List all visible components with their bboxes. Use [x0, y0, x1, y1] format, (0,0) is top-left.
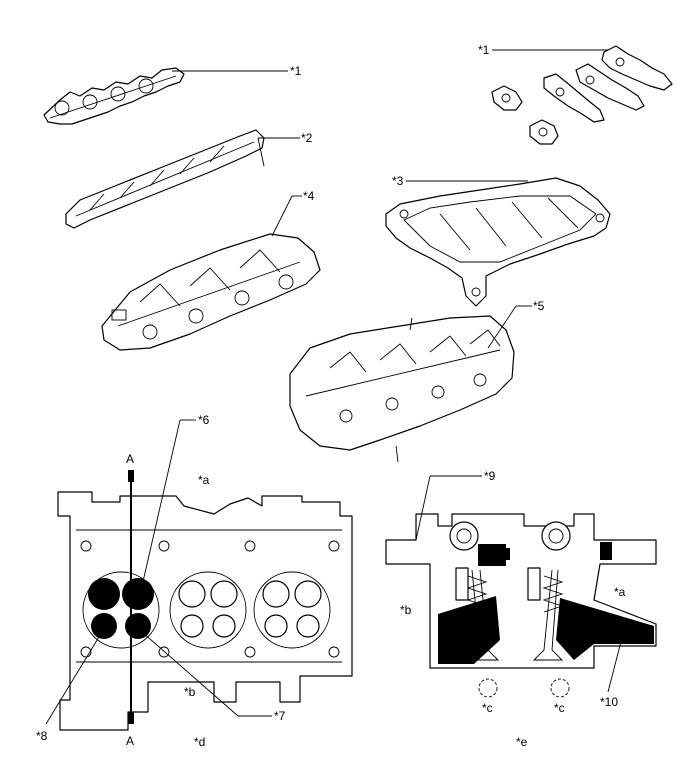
label-3: *3 — [392, 174, 404, 188]
camshaft-housing-right — [385, 177, 611, 307]
label-8: *8 — [36, 729, 48, 743]
label-10: *10 — [600, 695, 618, 709]
cylinder-head-bottom-view — [57, 491, 353, 731]
valve-seat-shaded — [122, 578, 154, 610]
leader-4 — [271, 195, 293, 237]
label-a-right: *a — [614, 585, 626, 599]
cylinder-head-cross-section — [385, 513, 657, 698]
camshaft-housing-left — [65, 129, 265, 229]
label-e: *e — [516, 735, 528, 749]
section-label-top: A — [126, 452, 134, 466]
leader-6 — [141, 419, 181, 587]
valve-seat-shaded — [91, 613, 117, 639]
label-d: *d — [194, 735, 205, 749]
label-b-bottom: *b — [184, 685, 196, 699]
valve-seat-shaded — [88, 578, 120, 610]
leader-7 — [141, 631, 239, 717]
label-4: *4 — [303, 189, 315, 203]
leader-5 — [487, 305, 517, 349]
camshaft-bearing-cap-assembly-left — [43, 67, 185, 125]
label-6: *6 — [198, 413, 210, 427]
camshaft-bearing-caps-exploded-right — [491, 45, 673, 145]
label-1a: *1 — [290, 64, 302, 78]
label-c-left: *c — [482, 701, 493, 715]
cylinder-head-right — [289, 315, 515, 463]
label-a-top: *a — [198, 473, 210, 487]
label-5: *5 — [533, 299, 545, 313]
section-label-bottom: A — [126, 734, 134, 748]
label-7: *7 — [274, 709, 286, 723]
leader-8 — [45, 631, 103, 725]
valve-seat-shaded — [125, 613, 151, 639]
label-b-right: *b — [400, 603, 412, 617]
label-9: *9 — [484, 469, 496, 483]
label-1b: *1 — [478, 43, 490, 57]
leader-10 — [607, 629, 625, 693]
label-c-right: *c — [554, 701, 565, 715]
label-2: *2 — [301, 131, 313, 145]
leader-9 — [415, 475, 431, 541]
cylinder-head-left — [101, 233, 321, 351]
